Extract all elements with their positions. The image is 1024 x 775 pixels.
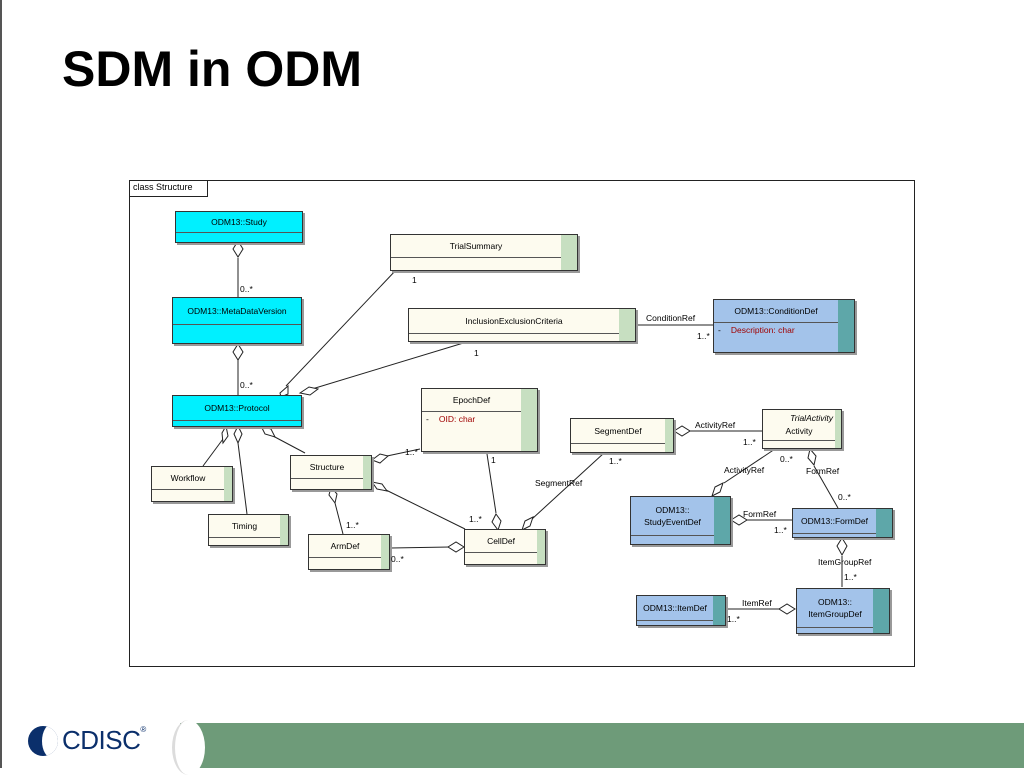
class-stripe: [521, 389, 537, 451]
class-name: TrialSummary: [391, 235, 577, 258]
attribute-type: char: [458, 414, 476, 424]
class-stripe: [835, 410, 841, 448]
class-name: ODM13::ConditionDef: [714, 300, 854, 323]
class-stripe: [876, 509, 892, 537]
role-itemref: ItemRef: [742, 598, 772, 608]
slide-left-border: [0, 0, 2, 768]
class-armdef: ArmDef: [308, 534, 390, 570]
multiplicity-mdv-protocol: 0..*: [240, 380, 253, 390]
class-odm13-formdef: ODM13::FormDef: [792, 508, 893, 538]
class-odm13-studyeventdef: ODM13:: StudyEventDef: [630, 496, 731, 545]
class-header: TrialActivity Activity: [763, 410, 841, 441]
attribute-name: OID: [438, 414, 454, 424]
class-name: ArmDef: [309, 535, 389, 558]
class-name: Activity: [785, 426, 813, 436]
cdisc-logo-text: CDISC®: [62, 725, 146, 755]
class-inclusionexclusioncriteria: InclusionExclusionCriteria: [408, 308, 636, 342]
slide-title: SDM in ODM: [62, 41, 362, 97]
role-activityref-studyevent: ActivityRef: [724, 465, 765, 475]
cdisc-logo: CDISC®: [28, 725, 146, 756]
role-activityref-segment: ActivityRef: [695, 420, 736, 430]
multiplicity-trialsummary: 1: [412, 275, 417, 285]
role-formref-activity: FormRef: [806, 466, 840, 476]
class-name: Timing: [209, 515, 288, 538]
multiplicity-arm-structure: 1..*: [346, 520, 359, 530]
class-attribute: -OID: char: [426, 414, 476, 424]
multiplicity-conditionref: 1..*: [697, 331, 710, 341]
class-stripe: [665, 419, 673, 452]
attribute-type: char: [778, 325, 795, 335]
class-header: ODM13:: StudyEventDef: [631, 497, 730, 536]
class-name: EpochDef: [422, 389, 537, 412]
class-odm13-study: ODM13::Study: [175, 211, 303, 243]
class-name: ODM13::ItemDef: [637, 596, 725, 621]
class-odm13-itemdef: ODM13::ItemDef: [636, 595, 726, 626]
class-name: ODM13::MetaDataVersion: [173, 298, 301, 325]
multiplicity-itemref: 1..*: [727, 614, 740, 624]
class-name: ODM13::FormDef: [793, 509, 892, 534]
uml-class-diagram: class Structure ODM13::Study ODM13::Meta…: [129, 180, 915, 667]
multiplicity-formref-activity: 0..*: [838, 492, 851, 502]
class-stereotype: TrialActivity: [790, 413, 833, 423]
multiplicity-activityref-studyevent: 0..*: [780, 454, 793, 464]
footer-curve: [172, 720, 205, 775]
multiplicity-itemgroupref: 1..*: [844, 572, 857, 582]
class-name: SegmentDef: [571, 419, 673, 444]
multiplicity-study-mdv: 0..*: [240, 284, 253, 294]
class-odm13-metadataversion: ODM13::MetaDataVersion: [172, 297, 302, 344]
class-name: CellDef: [465, 530, 545, 553]
class-attribute: -Description: char: [718, 325, 795, 335]
class-celldef: CellDef: [464, 529, 546, 565]
class-odm13-protocol: ODM13::Protocol: [172, 395, 302, 427]
class-name: InclusionExclusionCriteria: [409, 309, 635, 334]
class-stripe: [838, 300, 854, 352]
class-odm13-conditiondef: ODM13::ConditionDef -Description: char: [713, 299, 855, 353]
diagram-frame-label: class Structure: [130, 181, 208, 197]
class-name-line1: ODM13::: [655, 505, 690, 515]
class-stripe: [280, 515, 288, 545]
class-activity: TrialActivity Activity: [762, 409, 842, 449]
class-name-line1: ODM13::: [817, 597, 852, 607]
role-formref-studyevent: FormRef: [743, 509, 777, 519]
class-header: ODM13:: ItemGroupDef: [797, 589, 889, 628]
multiplicity-epoch-structure: 1..*: [405, 447, 418, 457]
multiplicity-activityref-segment: 1..*: [743, 437, 756, 447]
class-trialsummary: TrialSummary: [390, 234, 578, 271]
class-name-line2: ItemGroupDef: [808, 609, 862, 619]
attribute-name: Description: [730, 325, 774, 335]
multiplicity-formref-studyevent: 1..*: [774, 525, 787, 535]
class-structure: Structure: [290, 455, 372, 490]
class-stripe: [224, 467, 232, 501]
multiplicity-cell-structure: 1..*: [469, 514, 482, 524]
multiplicity-inclusion: 1: [474, 348, 479, 358]
class-timing: Timing: [208, 514, 289, 546]
class-name: Workflow: [152, 467, 232, 490]
multiplicity-epoch-cell: 1: [491, 455, 496, 465]
class-name: ODM13::Study: [176, 212, 302, 233]
class-odm13-itemgroupdef: ODM13:: ItemGroupDef: [796, 588, 890, 634]
class-name-line2: StudyEventDef: [644, 517, 701, 527]
class-epochdef: EpochDef -OID: char: [421, 388, 538, 452]
cdisc-logo-icon: [28, 725, 58, 756]
class-workflow: Workflow: [151, 466, 233, 502]
class-stripe: [873, 589, 889, 633]
class-name: ODM13::Protocol: [173, 396, 301, 421]
role-itemgroupref: ItemGroupRef: [818, 557, 872, 567]
class-stripe: [537, 530, 545, 564]
class-segmentdef: SegmentDef: [570, 418, 674, 453]
association-lines: [202, 240, 848, 615]
class-stripe: [619, 309, 635, 341]
class-stripe: [363, 456, 371, 489]
class-stripe: [561, 235, 577, 270]
class-stripe: [713, 596, 725, 625]
footer-band: [180, 723, 1024, 768]
multiplicity-arm-cell: 0..*: [391, 554, 404, 564]
class-name: Structure: [291, 456, 371, 479]
role-conditionref: ConditionRef: [646, 313, 696, 323]
class-stripe: [714, 497, 730, 544]
role-segmentref: SegmentRef: [535, 478, 583, 488]
multiplicity-segmentref: 1..*: [609, 456, 622, 466]
class-stripe: [381, 535, 389, 569]
